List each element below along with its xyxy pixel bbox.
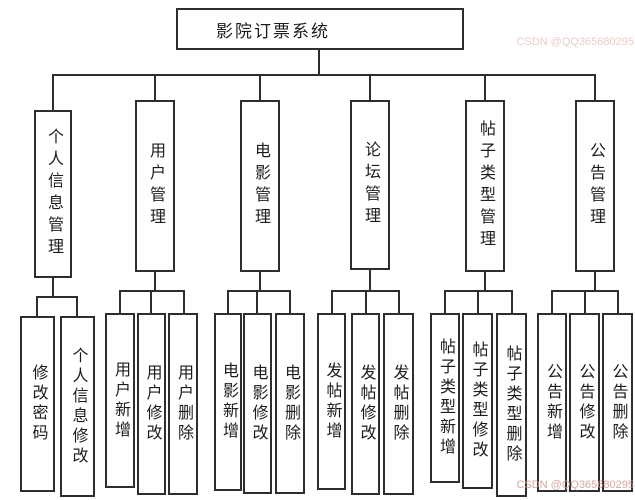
connector-line: [511, 290, 513, 313]
connector-line: [444, 290, 446, 313]
connector-line: [477, 290, 479, 313]
connector-line: [52, 74, 54, 112]
leaf-node-announcement-add: 公告新增: [537, 313, 567, 492]
connector-line: [183, 290, 185, 313]
connector-line: [551, 290, 553, 313]
root-node-cinema-ticket-system: 影院订票系统: [176, 8, 464, 50]
connector-line: [617, 290, 619, 313]
connector-line: [36, 296, 38, 316]
branch-node-announcement-mgmt: 公告管理: [575, 100, 615, 272]
connector-line: [227, 290, 291, 292]
leaf-node-post-delete: 发帖删除: [383, 313, 414, 495]
connector-line: [36, 296, 78, 298]
leaf-node-user-edit: 用户修改: [137, 313, 166, 495]
connector-line: [484, 272, 486, 292]
leaf-node-post-type-add: 帖子类型新增: [430, 313, 460, 483]
connector-line: [256, 290, 258, 313]
connector-line: [259, 74, 261, 102]
leaf-node-post-type-edit: 帖子类型修改: [462, 313, 493, 489]
connector-line: [331, 290, 333, 313]
leaf-node-announcement-delete: 公告删除: [602, 313, 633, 492]
connector-line: [365, 290, 367, 313]
connector-line: [154, 74, 156, 102]
leaf-node-movie-add: 电影新增: [214, 313, 242, 491]
connector-line: [119, 290, 185, 292]
connector-line: [584, 290, 586, 313]
leaf-node-movie-delete: 电影删除: [275, 313, 305, 494]
connector-line: [76, 296, 78, 316]
connector-line: [227, 290, 229, 313]
connector-line: [289, 290, 291, 313]
leaf-node-post-add: 发帖新增: [317, 313, 346, 490]
leaf-node-post-type-delete: 帖子类型删除: [496, 313, 527, 497]
leaf-node-personal-info-edit: 个人信息修改: [60, 316, 95, 497]
connector-line: [594, 272, 596, 292]
branch-node-movie-mgmt: 电影管理: [240, 100, 280, 272]
leaf-node-change-password: 修改密码: [20, 316, 55, 492]
leaf-node-post-edit: 发帖修改: [351, 313, 380, 495]
connector-line: [259, 272, 261, 292]
connector-line: [52, 74, 596, 76]
leaf-node-movie-edit: 电影修改: [243, 313, 272, 494]
leaf-node-user-add: 用户新增: [105, 313, 135, 488]
branch-node-user-mgmt: 用户管理: [135, 100, 175, 272]
connector-line: [318, 48, 320, 76]
csdn-watermark: CSDN @QQ365680295: [516, 36, 634, 48]
leaf-node-user-delete: 用户删除: [168, 313, 198, 495]
branch-node-post-type-mgmt: 帖子类型管理: [465, 100, 505, 272]
connector-line: [594, 74, 596, 102]
connector-line: [154, 272, 156, 292]
connector-line: [150, 290, 152, 313]
connector-line: [369, 74, 371, 102]
leaf-node-announcement-edit: 公告修改: [569, 313, 600, 492]
connector-line: [119, 290, 121, 313]
connector-line: [398, 290, 400, 313]
branch-node-personal-info-mgmt: 个人信息管理: [34, 110, 72, 278]
connector-line: [484, 74, 486, 102]
connector-line: [52, 278, 54, 298]
branch-node-forum-mgmt: 论坛管理: [350, 100, 390, 270]
connector-line: [369, 270, 371, 292]
